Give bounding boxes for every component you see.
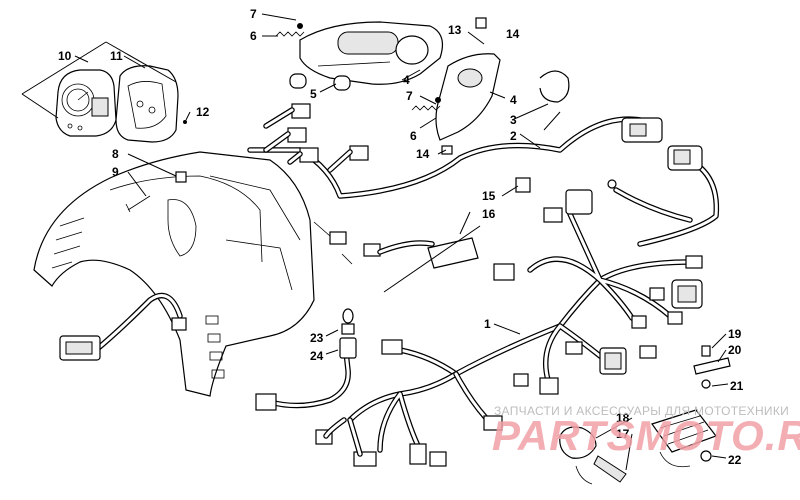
callout-9: 9 — [112, 165, 119, 179]
callout-labels: 1 2 3 4 4 5 6 6 7 7 8 9 10 11 12 13 14 1… — [58, 7, 744, 467]
springs — [275, 23, 441, 111]
key-switch — [559, 417, 633, 485]
front-fairing — [33, 151, 315, 397]
connectors-upper — [263, 103, 381, 265]
clip-8 — [175, 171, 187, 183]
callout-11: 11 — [110, 49, 123, 63]
harness-connectors — [255, 179, 703, 467]
callout-14b: 14 — [416, 147, 430, 161]
gauge-housing — [115, 65, 179, 143]
callout-23: 23 — [310, 331, 324, 345]
callout-8: 8 — [112, 147, 119, 161]
callout-15: 15 — [482, 189, 496, 203]
callout-24: 24 — [310, 349, 324, 363]
upper-housing — [299, 21, 443, 85]
clip-15 — [515, 177, 531, 193]
callout-13: 13 — [448, 23, 462, 37]
callout-7b: 7 — [406, 89, 413, 103]
callout-12: 12 — [196, 105, 210, 119]
watermark-logo: PARTSMOTO.RU — [492, 412, 800, 459]
callout-14a: 14 — [506, 27, 520, 41]
callout-line-1 — [493, 323, 521, 335]
callout-lines-cluster — [21, 41, 191, 121]
callout-3: 3 — [510, 113, 517, 127]
knobs — [289, 73, 351, 91]
callout-17: 17 — [616, 427, 630, 441]
speedometer-gauge — [55, 69, 117, 137]
callout-1: 1 — [484, 317, 491, 331]
regulator — [651, 333, 731, 468]
callout-line-2 — [519, 133, 541, 149]
callout-16: 16 — [482, 207, 496, 221]
module-16 — [377, 185, 519, 293]
clip-14 — [475, 17, 487, 29]
wiring-harness-upper — [247, 116, 720, 247]
callout-5: 5 — [310, 87, 317, 101]
watermark-tagline: ЗАПЧАСТИ И АКСЕССУАРЫ ДЛЯ МОТОТЕХНИКИ — [494, 404, 790, 418]
callout-10: 10 — [58, 49, 72, 63]
callout-2: 2 — [510, 129, 517, 143]
ring-clip — [539, 70, 570, 103]
side-housing — [435, 53, 501, 141]
fairing-harness-plug — [59, 292, 187, 361]
bulb-socket — [325, 308, 357, 359]
main-wiring-harness — [267, 211, 693, 453]
callout-6b: 6 — [410, 129, 417, 143]
callout-4a: 4 — [403, 73, 410, 87]
bolt-9 — [125, 195, 151, 213]
screw — [183, 120, 187, 124]
callout-lines-top — [261, 13, 561, 155]
callout-18: 18 — [616, 411, 630, 425]
callout-21: 21 — [730, 379, 744, 393]
callout-lines-fairing — [127, 153, 177, 197]
clip-14b — [441, 145, 453, 155]
callout-19: 19 — [728, 327, 742, 341]
callout-20: 20 — [728, 343, 742, 357]
callout-22: 22 — [728, 453, 742, 467]
callout-7a: 7 — [250, 7, 257, 21]
callout-6a: 6 — [250, 29, 257, 43]
callout-4b: 4 — [510, 93, 517, 107]
